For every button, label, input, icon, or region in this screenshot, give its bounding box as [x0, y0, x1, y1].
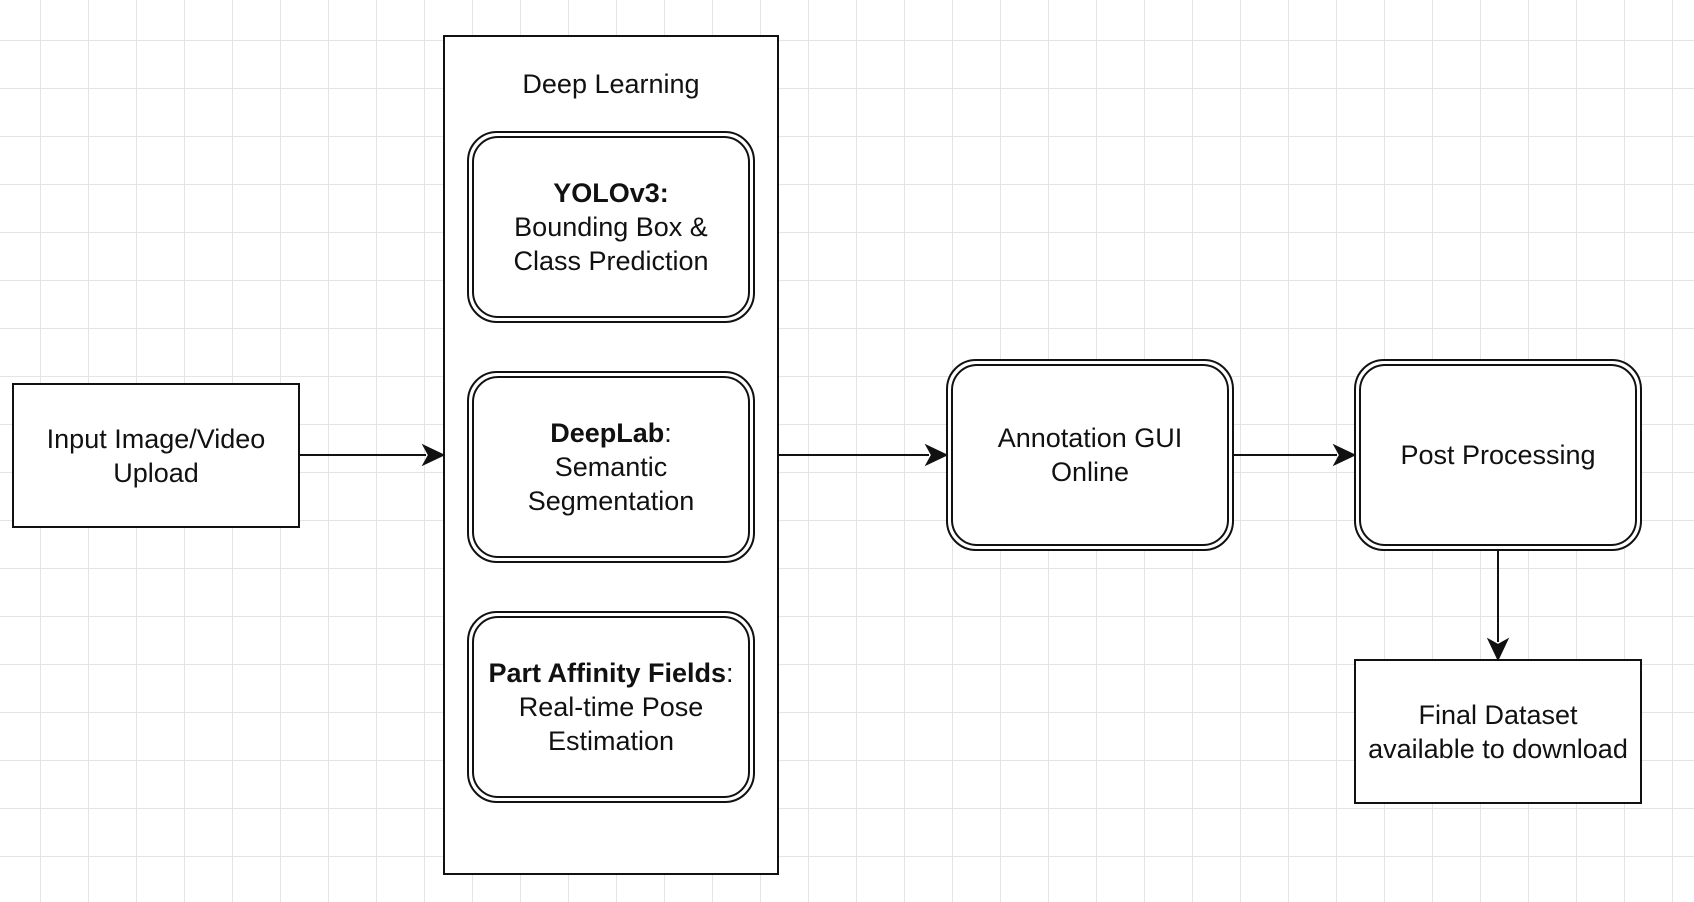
deeplab-line-2: Segmentation: [527, 486, 695, 516]
annotation-gui-node[interactable]: Annotation GUI Online: [946, 359, 1234, 551]
deeplab-suffix: :: [664, 418, 672, 448]
yolov3-line-2: Class Prediction: [513, 246, 709, 276]
deeplab-line-1: Semantic: [554, 452, 668, 482]
final-dataset-node[interactable]: Final Dataset available to download: [1354, 659, 1642, 804]
post-processing-label: Post Processing: [1400, 440, 1596, 470]
paf-heading: Part Affinity Fields:: [488, 656, 733, 690]
deeplab-node[interactable]: DeepLab: Semantic Segmentation: [467, 371, 755, 563]
final-node-line-2: available to download: [1368, 733, 1628, 764]
paf-line-2: Estimation: [547, 726, 675, 756]
arrowhead-annotation-to-post: [1332, 443, 1357, 467]
deep-learning-title: Deep Learning: [522, 69, 700, 99]
yolov3-name: YOLOv3:: [553, 178, 669, 208]
input-upload-node[interactable]: Input Image/Video Upload: [12, 383, 300, 528]
input-node-line-2: Upload: [113, 457, 199, 488]
paf-line-1: Real-time Pose: [518, 692, 704, 722]
paf-suffix: :: [726, 658, 734, 688]
annotation-node-line-2: Online: [1050, 457, 1130, 487]
post-processing-node[interactable]: Post Processing: [1354, 359, 1642, 551]
arrowhead-post-to-final: [1486, 637, 1510, 662]
part-affinity-fields-node[interactable]: Part Affinity Fields: Real-time Pose Est…: [467, 611, 755, 803]
annotation-node-line-1: Annotation GUI: [997, 423, 1183, 453]
arrowhead-deep-learning-to-annotation: [924, 443, 949, 467]
deeplab-name: DeepLab: [550, 418, 665, 448]
final-node-line-1: Final Dataset: [1418, 699, 1578, 730]
paf-name: Part Affinity Fields: [488, 658, 726, 688]
arrowhead-input-to-deep-learning: [421, 443, 446, 467]
yolov3-line-1: Bounding Box &: [514, 212, 708, 242]
input-node-line-1: Input Image/Video: [46, 423, 266, 454]
yolov3-node[interactable]: YOLOv3: Bounding Box & Class Prediction: [467, 131, 755, 323]
deeplab-heading: DeepLab:: [550, 416, 672, 450]
